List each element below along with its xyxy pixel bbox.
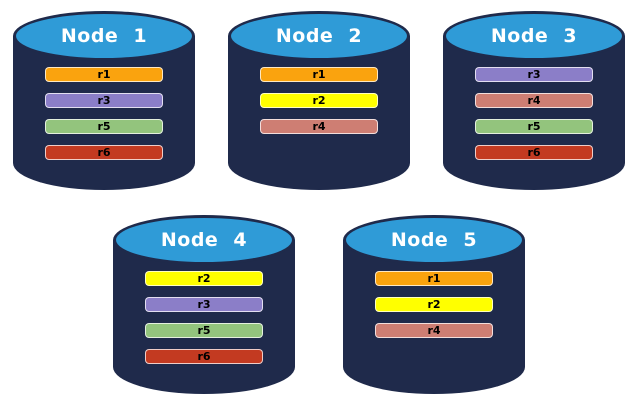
- cylinder-body: [443, 36, 625, 190]
- cylinder-top-ellipse: Node 5: [343, 215, 525, 265]
- replica-bar-r5: r5: [145, 323, 263, 338]
- cylinder-top-ellipse: Node 2: [228, 11, 410, 61]
- node-label: Node 3: [490, 25, 578, 47]
- cylinder-body: [13, 36, 195, 190]
- db-node-cylinder-1: Node 1 r1 r3 r5 r6: [13, 9, 195, 190]
- db-node-cylinder-4: Node 4 r2 r3 r5 r6: [113, 213, 295, 394]
- node-row-top: Node 1 r1 r3 r5 r6 Node 2 r1 r2 r4 Node 3 r3 r4 r5 r6: [0, 9, 638, 190]
- node-label: Node 2: [275, 25, 363, 47]
- replica-list: r2 r3 r5 r6: [145, 271, 263, 364]
- replica-bar-r4: r4: [475, 93, 593, 108]
- replica-bar-r4: r4: [260, 119, 378, 134]
- node-label: Node 4: [160, 229, 248, 251]
- replica-bar-r6: r6: [145, 349, 263, 364]
- replica-bar-r6: r6: [45, 145, 163, 160]
- replica-bar-r2: r2: [260, 93, 378, 108]
- db-node-cylinder-5: Node 5 r1 r2 r4: [343, 213, 525, 394]
- replica-bar-r1: r1: [260, 67, 378, 82]
- replica-list: r1 r2 r4: [260, 67, 378, 134]
- replica-bar-r2: r2: [375, 297, 493, 312]
- db-node-cylinder-2: Node 2 r1 r2 r4: [228, 9, 410, 190]
- replica-bar-r4: r4: [375, 323, 493, 338]
- cylinder-body: [228, 36, 410, 190]
- replica-bar-r1: r1: [375, 271, 493, 286]
- replica-list: r1 r2 r4: [375, 271, 493, 338]
- cylinder-top-ellipse: Node 1: [13, 11, 195, 61]
- cylinder-top-ellipse: Node 3: [443, 11, 625, 61]
- replica-bar-r5: r5: [45, 119, 163, 134]
- node-row-bottom: Node 4 r2 r3 r5 r6 Node 5 r1 r2 r4: [0, 213, 638, 394]
- db-node-cylinder-3: Node 3 r3 r4 r5 r6: [443, 9, 625, 190]
- replica-bar-r2: r2: [145, 271, 263, 286]
- node-label: Node 1: [60, 25, 148, 47]
- cylinder-top-ellipse: Node 4: [113, 215, 295, 265]
- replica-list: r3 r4 r5 r6: [475, 67, 593, 160]
- replica-bar-r6: r6: [475, 145, 593, 160]
- replica-bar-r3: r3: [145, 297, 263, 312]
- replica-bar-r1: r1: [45, 67, 163, 82]
- replica-bar-r3: r3: [475, 67, 593, 82]
- replica-list: r1 r3 r5 r6: [45, 67, 163, 160]
- replica-bar-r5: r5: [475, 119, 593, 134]
- replica-bar-r3: r3: [45, 93, 163, 108]
- node-label: Node 5: [390, 229, 478, 251]
- cylinder-body: [343, 240, 525, 394]
- cylinder-body: [113, 240, 295, 394]
